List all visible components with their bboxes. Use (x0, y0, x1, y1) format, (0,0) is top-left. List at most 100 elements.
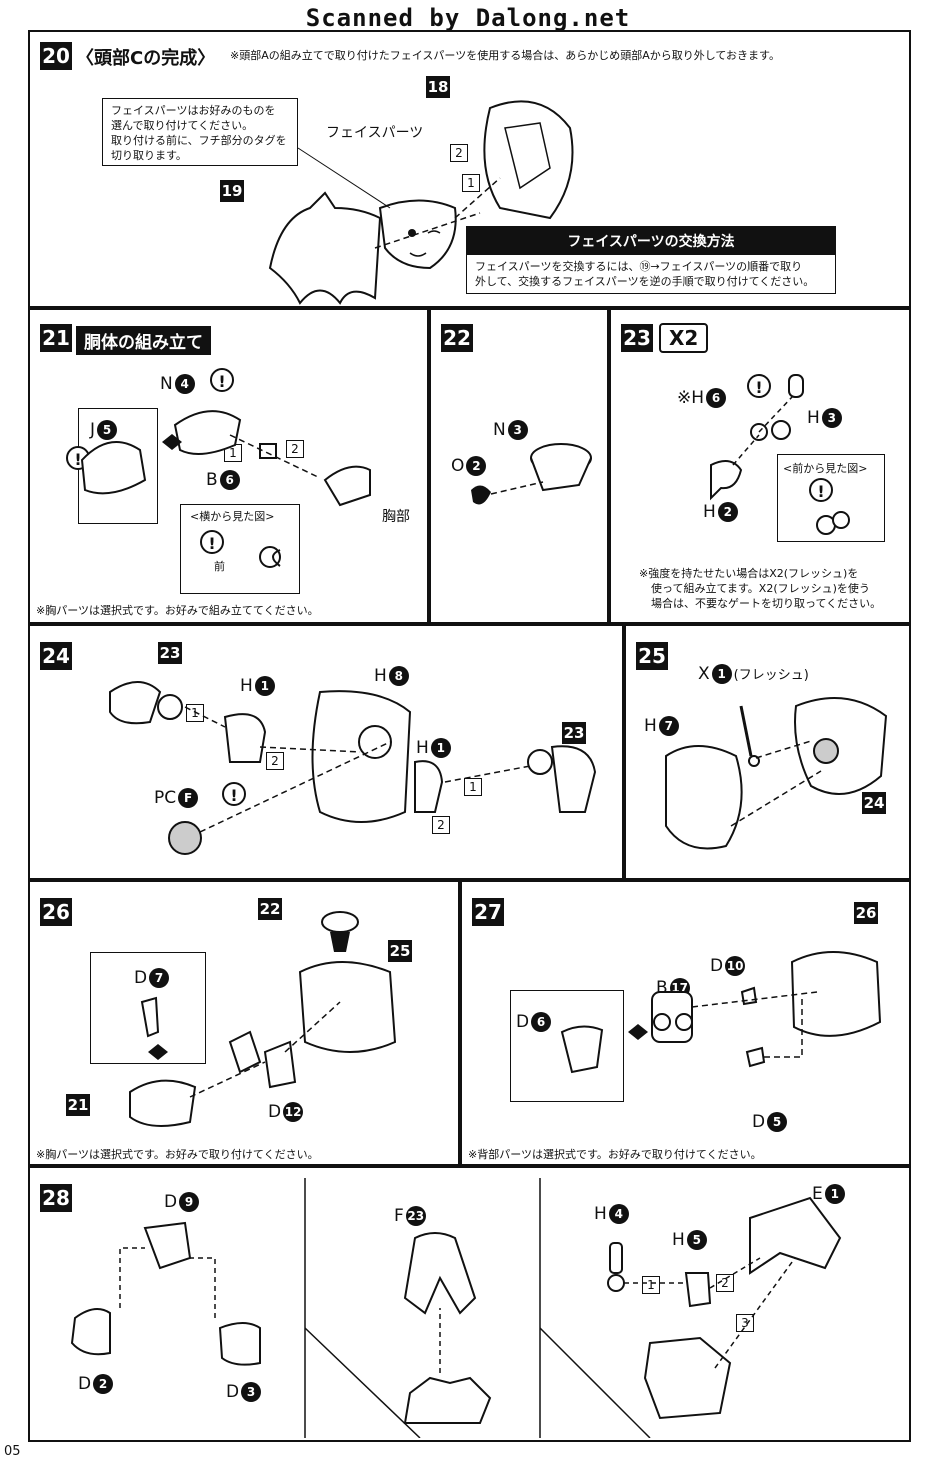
part-letter: N (160, 374, 173, 394)
step-number: 27 (472, 898, 504, 926)
part-number: 5 (97, 420, 118, 440)
head-assembly-illustration (268, 100, 574, 305)
callout-line: 切り取ります。 (111, 149, 187, 162)
ref-23b: 23 (562, 722, 586, 744)
callout-line: フェイスパーツはお好みのものを (111, 104, 276, 117)
step-title: 〈頭部Cの完成〉 (76, 48, 216, 69)
step-footnote: ※背部パーツは選択式です。お好みで取り付けてください。 (468, 1148, 762, 1161)
ref-26: 26 (854, 902, 878, 924)
part-letter: B (656, 978, 668, 998)
part-number: 1 (430, 738, 451, 758)
part-letter: D (134, 968, 148, 988)
part-number: 7 (658, 716, 679, 736)
ref-19: 19 (220, 180, 244, 202)
step-number: 25 (636, 642, 668, 670)
step-marker-3: 3 (736, 1314, 754, 1332)
torso-join-illustration (665, 697, 888, 850)
part-letter: H (374, 666, 387, 686)
back-attach-illustration (560, 951, 882, 1074)
part-letter: D (268, 1102, 282, 1122)
part-letter: H (416, 738, 429, 758)
part-number: F (178, 788, 199, 808)
step-footnote: ※胸パーツは選択式です。お好みで組み立ててください。 (36, 604, 319, 617)
part-letter: H (703, 502, 716, 522)
part-letter: F (394, 1206, 404, 1226)
part-letter: ※H (677, 388, 705, 408)
step-marker-2: 2 (450, 144, 468, 162)
caution-icon: ! (210, 368, 234, 392)
chest-attach-illustration (129, 911, 397, 1127)
part-number: 6 (531, 1012, 552, 1032)
torso-illustration (80, 410, 371, 568)
part-number: 7 (149, 968, 170, 988)
part-d6-box (510, 990, 624, 1102)
step-number: 22 (441, 324, 473, 352)
face-parts-label: フェイスパーツ (326, 125, 424, 141)
joint-illustration (710, 374, 850, 535)
part-letter: D (752, 1112, 766, 1132)
front-view-caption: <前から見た図> (783, 462, 868, 475)
side-view-caption: <横から見た図> (190, 510, 275, 523)
step-20-panel: 20 〈頭部Cの完成〉 ※頭部Aの組み立てで取り付けたフェイスパーツを使用する場… (28, 30, 911, 308)
side-view-box (180, 504, 300, 594)
part-number: 4 (608, 1204, 629, 1224)
part-number: 5 (686, 1230, 707, 1250)
part-number: 2 (717, 502, 738, 522)
ref-25: 25 (388, 940, 412, 962)
step-number: 23 (621, 324, 653, 352)
part-number: 4 (174, 374, 195, 394)
part-number: 5 (767, 1112, 788, 1132)
infobox-line: 外して、交換するフェイスパーツを逆の手順で取り付けてください。 (475, 275, 815, 288)
part-letter: X (698, 664, 710, 684)
footnote-line: 場合は、不要なゲートを切り取ってください。 (651, 597, 882, 610)
part-letter: H (594, 1204, 607, 1224)
ref-18: 18 (426, 76, 450, 98)
caution-icon: ! (809, 478, 833, 502)
infobox-body: フェイスパーツを交換するには、⑲→フェイスパーツの順番で取り 外して、交換するフ… (467, 255, 835, 293)
step-marker-2: 2 (266, 752, 284, 770)
page-number: 05 (4, 1444, 21, 1459)
step-number: 28 (40, 1184, 72, 1212)
shoulder-illustration (109, 681, 597, 855)
part-number: 1 (254, 676, 275, 696)
step-marker-2: 2 (716, 1274, 734, 1292)
step-number: 26 (40, 898, 72, 926)
step-marker-2: 2 (286, 440, 304, 458)
part-number: 3 (241, 1382, 262, 1402)
chest-label: 胸部 (382, 509, 410, 525)
face-swap-infobox: フェイスパーツの交換方法 フェイスパーツを交換するには、⑲→フェイスパーツの順番… (466, 226, 836, 294)
ref-22: 22 (258, 898, 282, 920)
caution-icon: ! (200, 530, 224, 554)
part-number: 12 (283, 1102, 304, 1122)
part-number: 23 (405, 1206, 426, 1226)
caution-icon: ! (747, 374, 771, 398)
part-letter: H (672, 1230, 685, 1250)
step-footnote: ※強度を持たせたい場合はX2(フレッシュ)を 使って組み立てます。X2(フレッシ… (639, 566, 881, 611)
part-letter: D (78, 1374, 92, 1394)
collar-illustration (471, 443, 592, 505)
